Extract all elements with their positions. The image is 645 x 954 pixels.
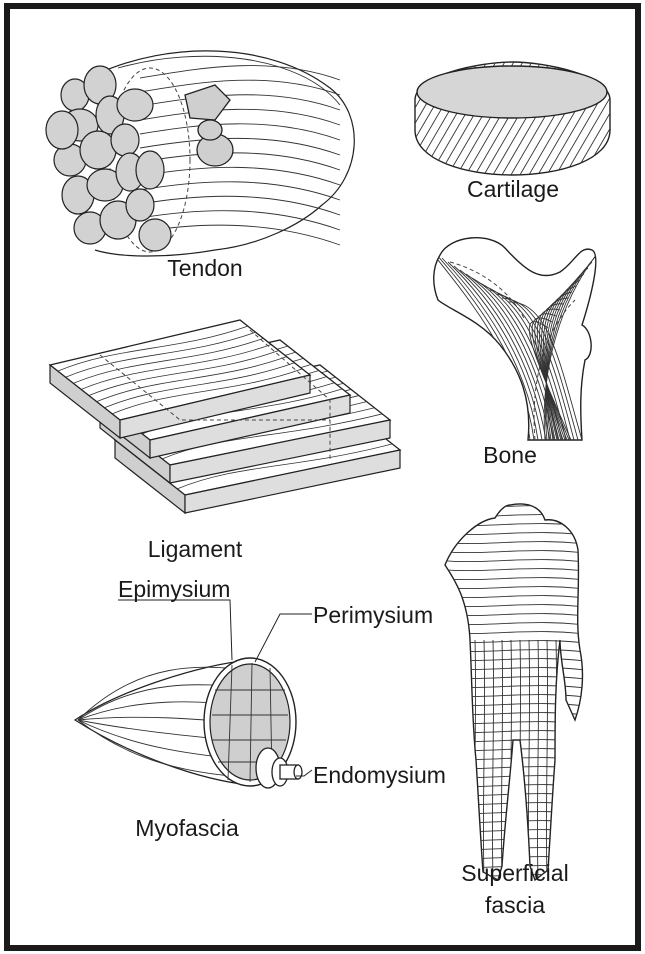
endomysium-label: Endomysium	[313, 762, 446, 790]
tendon-label: Tendon	[140, 255, 270, 283]
perimysium-label: Perimysium	[313, 602, 433, 630]
ligament-label: Ligament	[120, 536, 270, 564]
cartilage-illustration	[310, 60, 645, 180]
epimysium-label: Epimysium	[118, 576, 230, 604]
myofascia-illustration	[75, 600, 312, 788]
superficial-fascia-label-line2: fascia	[440, 892, 590, 920]
cartilage-label: Cartilage	[448, 176, 578, 204]
ligament-illustration	[50, 320, 400, 513]
bone-illustration	[430, 238, 600, 440]
tendon-illustration	[46, 51, 354, 256]
superficial-fascia-illustration	[430, 504, 600, 906]
bone-label: Bone	[460, 442, 560, 470]
myofascia-label: Myofascia	[112, 815, 262, 843]
superficial-fascia-label-line1: Superficial	[440, 860, 590, 888]
